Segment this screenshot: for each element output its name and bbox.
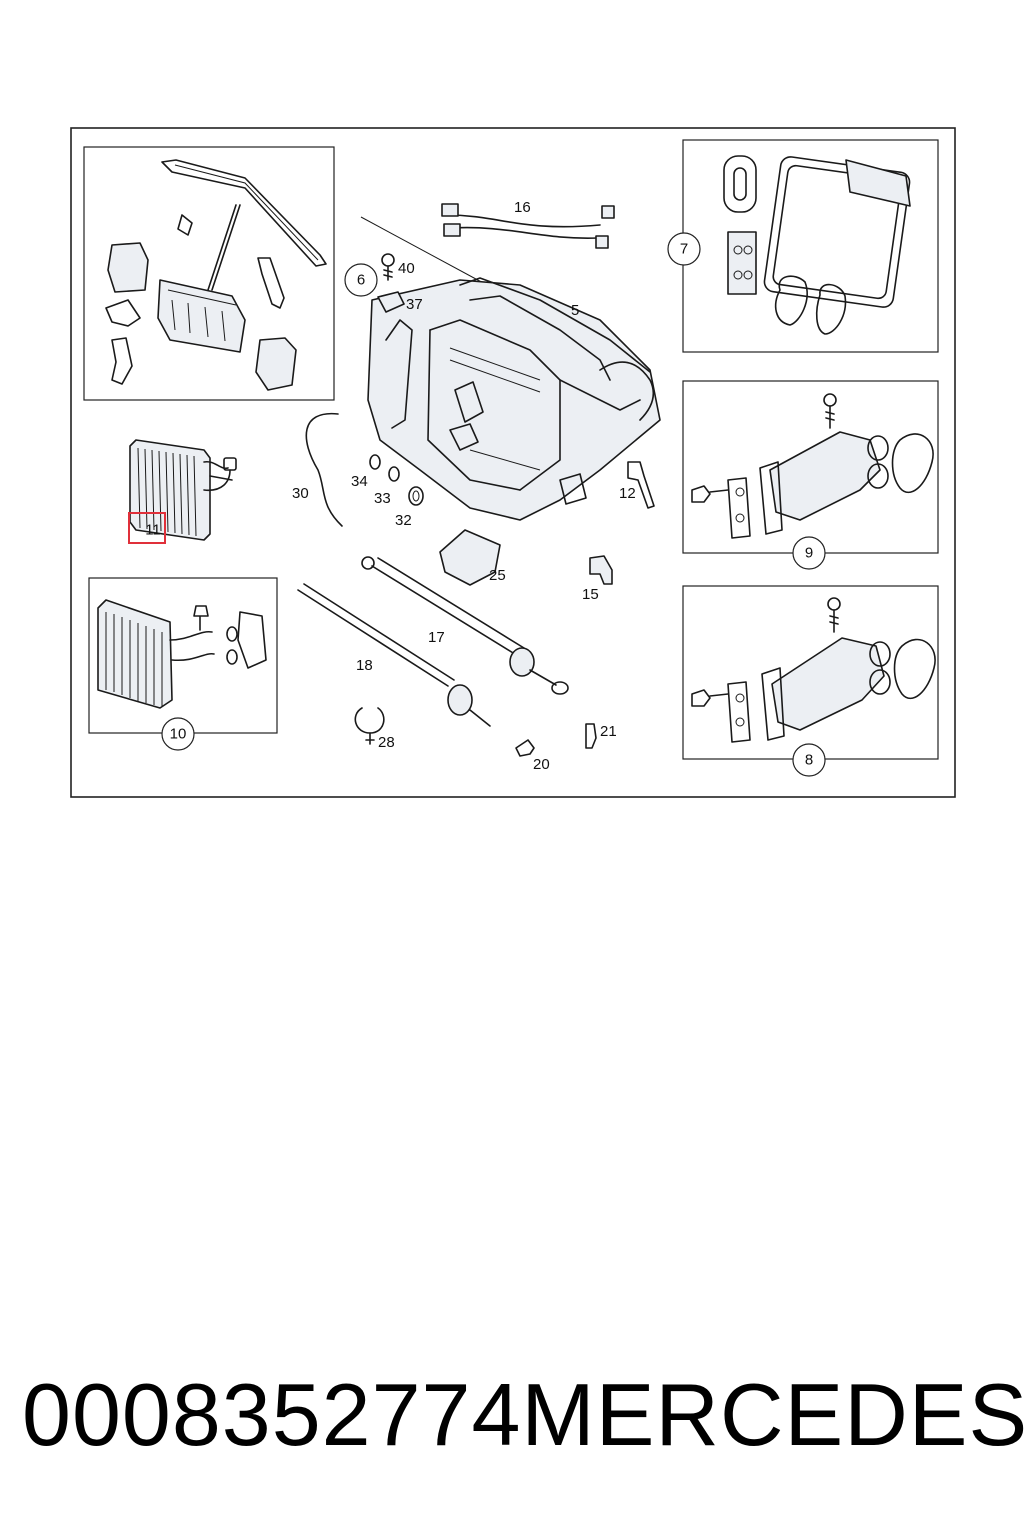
bracket-25: [439, 529, 501, 586]
callout-20: 20: [533, 756, 550, 773]
bubble-7: 7: [667, 232, 701, 266]
connector-12: [627, 461, 655, 509]
heater-box-housing-5: [367, 277, 661, 521]
callout-28: 28: [378, 734, 395, 751]
callout-32: 32: [395, 512, 412, 529]
callout-18: 18: [356, 657, 373, 674]
callout-33: 33: [374, 490, 391, 507]
flap-linkage-parts: [105, 159, 327, 391]
valve-assembly-9: [691, 393, 934, 539]
callout-25: 25: [489, 567, 506, 584]
bubble-10: 10: [161, 717, 195, 751]
control-rod-18: [297, 583, 491, 727]
callout-34: 34: [351, 473, 368, 490]
diagram-frame: [70, 127, 956, 798]
clamp-28: [354, 707, 385, 745]
heater-core-10: [97, 599, 267, 709]
leader-6: [360, 216, 488, 286]
callout-16: 16: [514, 199, 531, 216]
bubble-9-label: 9: [805, 545, 813, 562]
hose-30: [305, 412, 343, 527]
bubble-6: 6: [344, 263, 378, 297]
bubble-8-label: 8: [805, 752, 813, 769]
control-rod-17: [361, 556, 569, 695]
callout-30: 30: [292, 485, 309, 502]
heat-exchanger-11: [129, 439, 237, 541]
callout-12: 12: [619, 485, 636, 502]
callout-11: 11: [145, 522, 161, 539]
bubble-10-label: 10: [170, 726, 187, 743]
callout-17: 17: [428, 629, 445, 646]
clip-21: [585, 723, 597, 749]
callout-5: 5: [571, 302, 579, 319]
bubble-6-label: 6: [357, 272, 365, 289]
callout-21: 21: [600, 723, 617, 740]
screw-40: [381, 253, 395, 281]
callout-40: 40: [398, 260, 415, 277]
seals-kit-7: [723, 155, 911, 335]
bubble-8: 8: [792, 743, 826, 777]
clip-37: [377, 291, 405, 313]
exploded-parts-diagram: 5 12 15 16 17 18 20 21 25 28 30 32 33 34…: [70, 127, 956, 798]
callout-15: 15: [582, 586, 599, 603]
bubble-7-label: 7: [680, 241, 688, 258]
valve-assembly-8: [691, 597, 936, 743]
bubble-9: 9: [792, 536, 826, 570]
highlight-box-11: [128, 512, 166, 544]
o-rings-32-33-34: [369, 454, 424, 506]
part-number: 0008352774: [22, 1365, 522, 1464]
wiring-harness-16: [441, 203, 615, 249]
group-box-flaps: [83, 146, 335, 401]
part-caption: 0008352774 MERCEDES: [0, 1360, 1024, 1470]
clip-15: [589, 555, 613, 585]
brand-name: MERCEDES: [521, 1365, 1024, 1464]
callout-37: 37: [406, 296, 423, 313]
clip-20: [515, 739, 535, 757]
